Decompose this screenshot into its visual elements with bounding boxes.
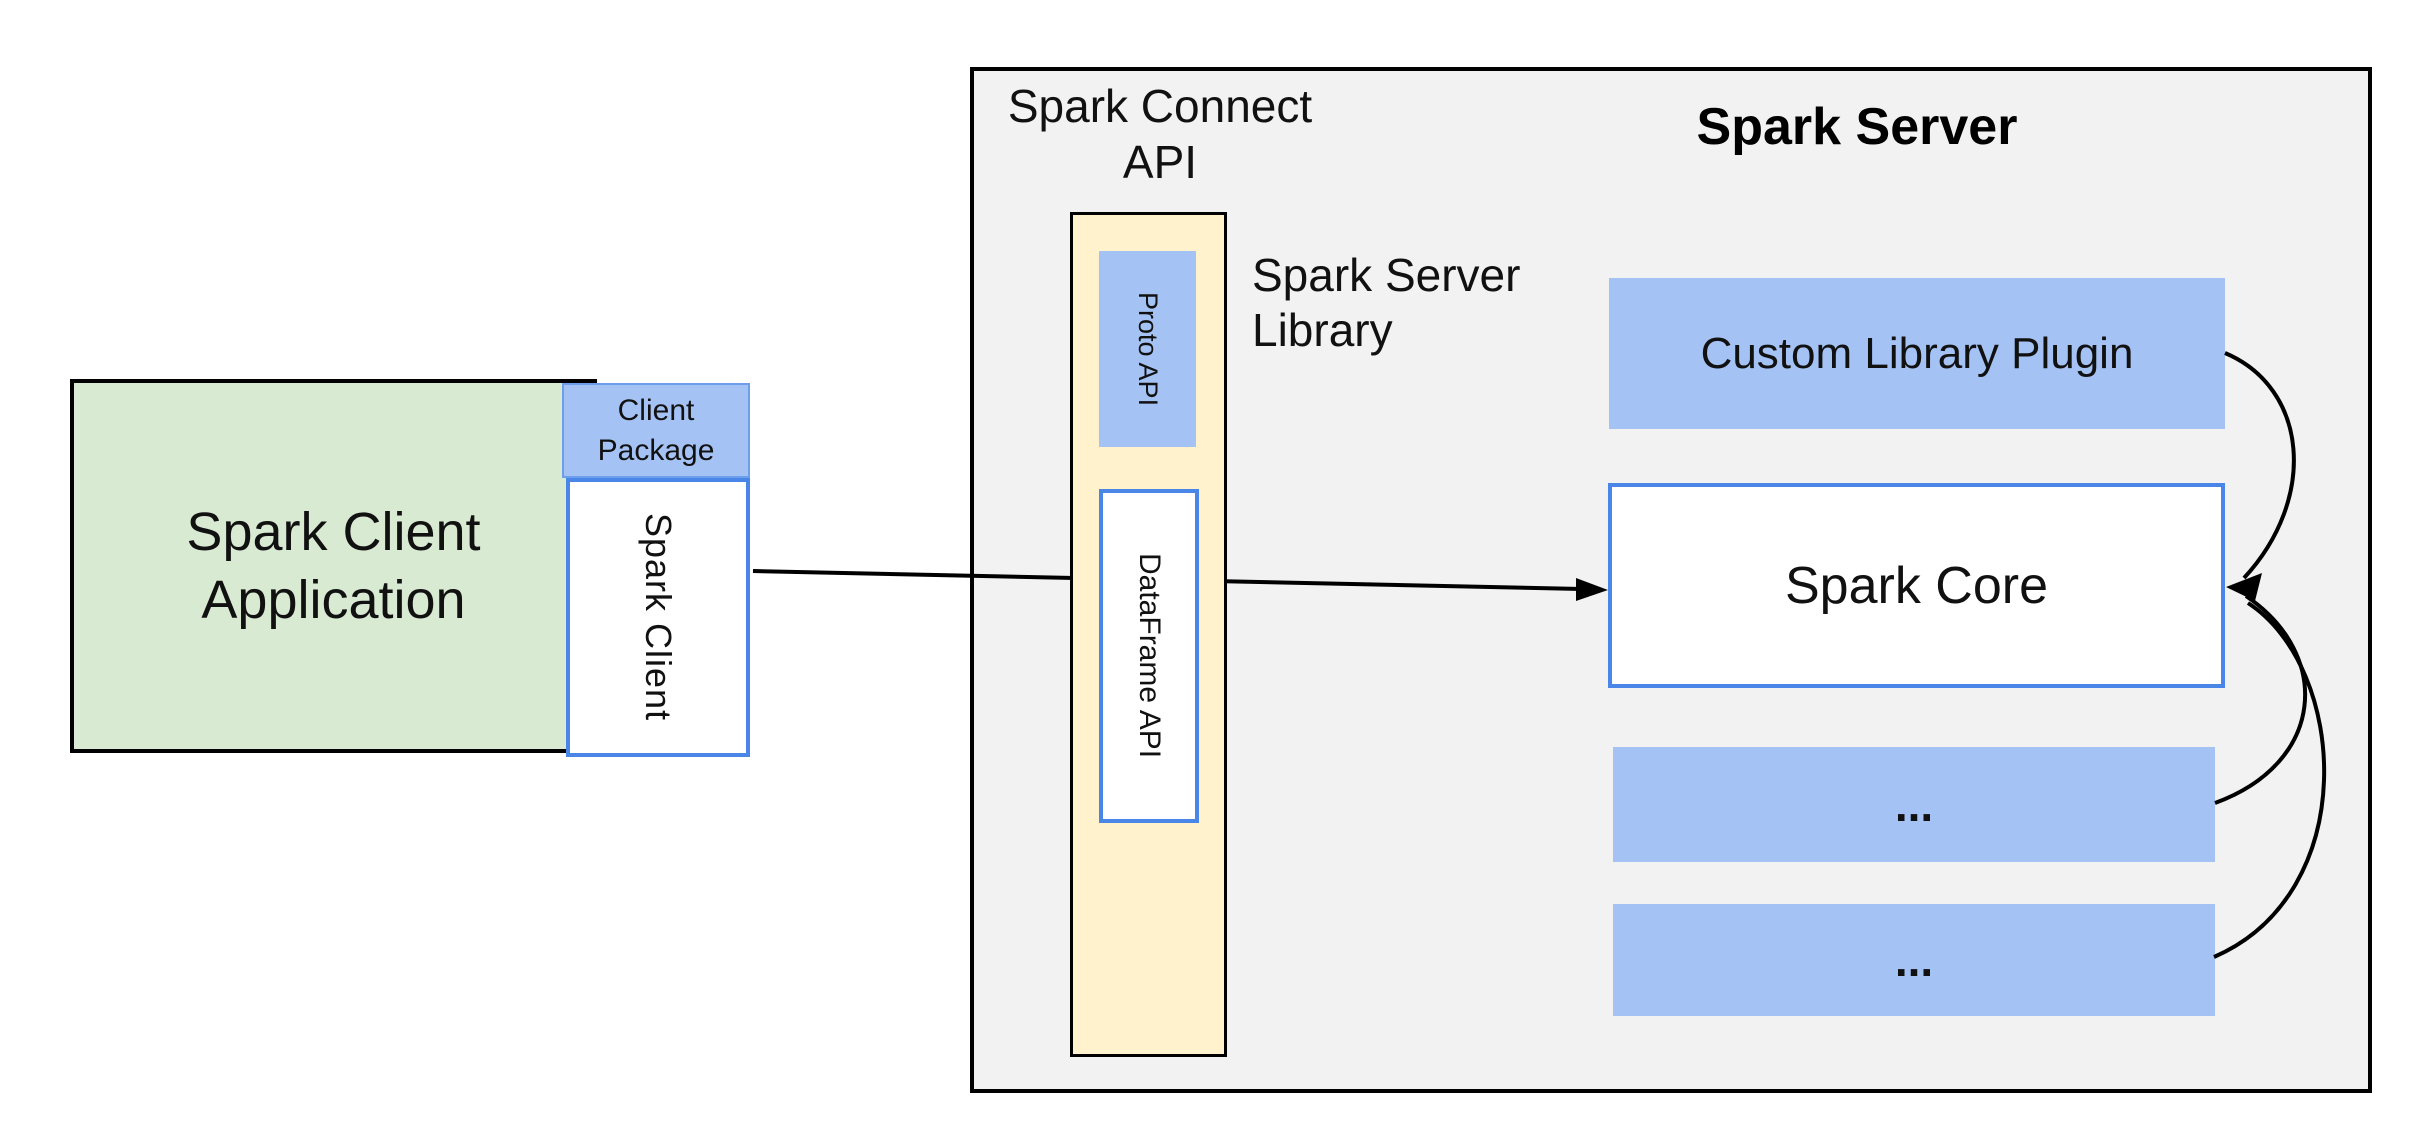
spark-client-label: Spark Client <box>638 513 679 722</box>
proto-api-label: Proto API <box>1133 291 1163 407</box>
dataframe-api-box: DataFrame API <box>1099 489 1199 823</box>
spark-client-box: Spark Client <box>566 478 750 757</box>
spark-server-title: Spark Server <box>1696 98 2018 156</box>
spark-core-box: Spark Core <box>1608 483 2225 688</box>
custom-library-plugin-box: Custom Library Plugin <box>1609 278 2225 429</box>
proto-api-box: Proto API <box>1099 251 1196 447</box>
spark-server-library-label: Spark Server Library <box>1252 249 1521 356</box>
spark-client-application-box: Spark Client Application <box>70 379 597 753</box>
client-package-box: Client Package <box>562 383 750 478</box>
server-module-placeholder-box: ... <box>1613 747 2215 862</box>
spark-connect-api-column: Proto API DataFrame API <box>1070 212 1227 1057</box>
dataframe-api-label: DataFrame API <box>1133 553 1166 759</box>
spark-connect-api-label: Spark Connect API <box>1007 80 1313 188</box>
server-module-placeholder-box: ... <box>1613 904 2215 1016</box>
